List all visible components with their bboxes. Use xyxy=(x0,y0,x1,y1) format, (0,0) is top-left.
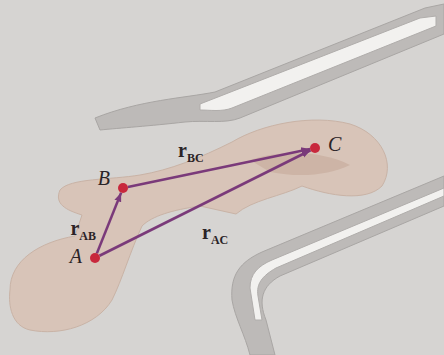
upper-jaw xyxy=(95,4,444,130)
vector-label: rBC xyxy=(178,140,204,160)
lower-jaw xyxy=(232,176,444,355)
point-dot: A xyxy=(90,253,100,263)
position-vector xyxy=(128,149,310,187)
position-vector xyxy=(99,150,310,256)
vector-label: rAB xyxy=(70,218,96,238)
point-label: C xyxy=(328,134,341,154)
vector-label: rAC xyxy=(202,222,228,242)
point-dot: B xyxy=(118,183,128,193)
position-vector xyxy=(97,193,121,254)
point-label: A xyxy=(70,246,82,266)
lower-jaw-slot xyxy=(250,188,444,320)
point-label: B xyxy=(98,168,110,188)
point-dot: C xyxy=(310,143,320,153)
upper-jaw-slot xyxy=(200,16,436,111)
part-body xyxy=(10,120,388,332)
